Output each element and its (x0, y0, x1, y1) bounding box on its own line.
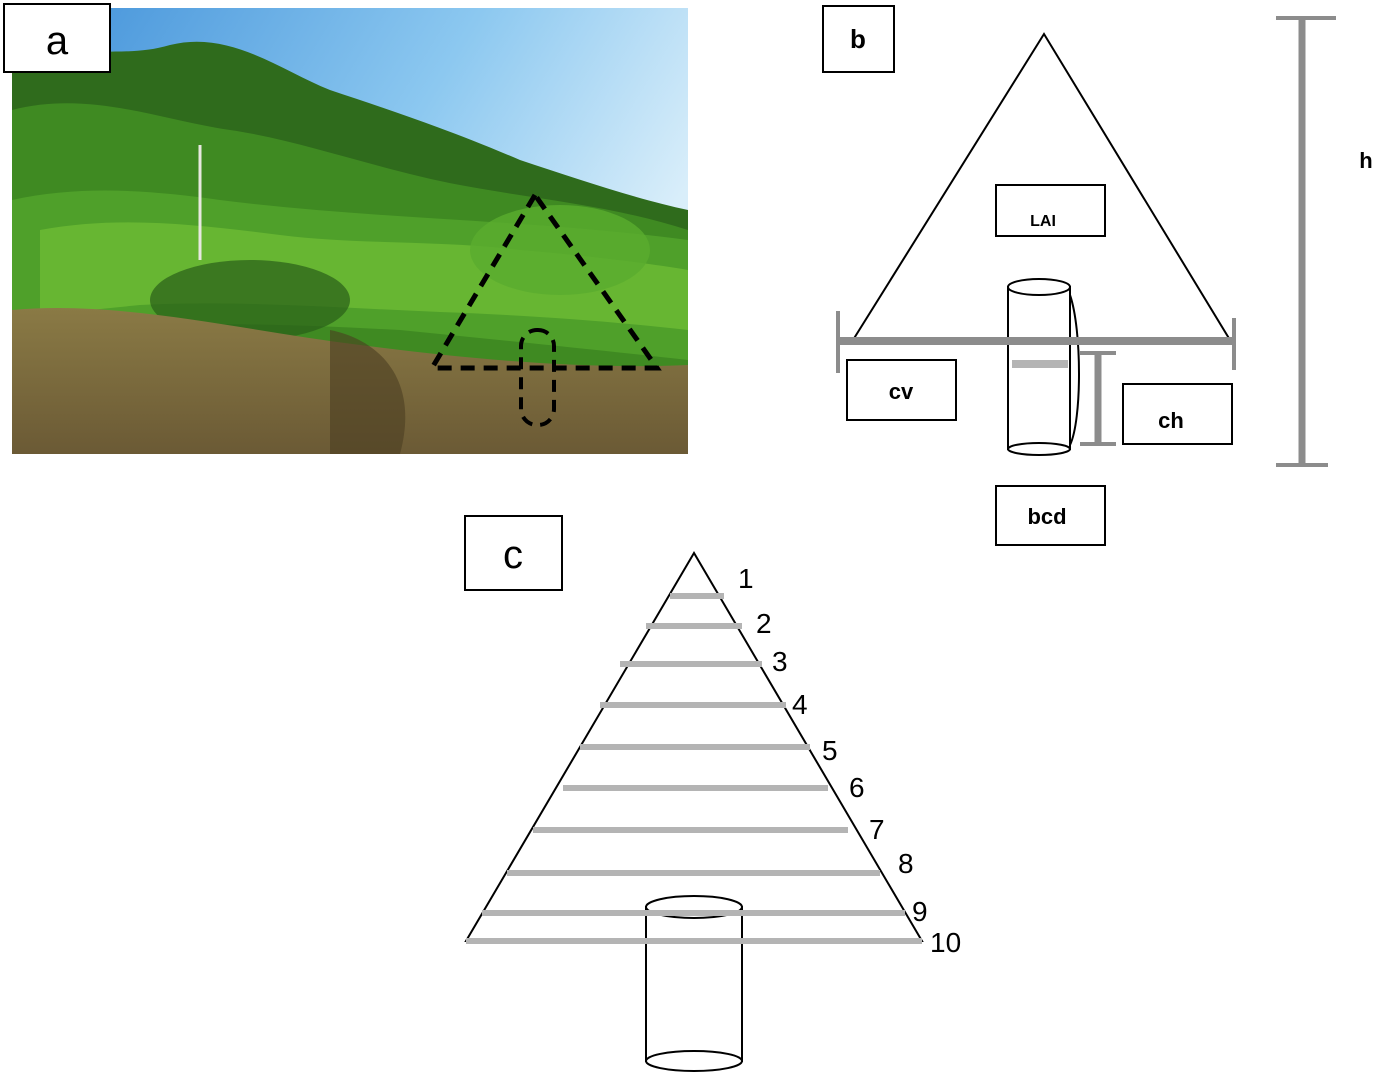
panel-c-label-box (464, 515, 563, 591)
layer-number-5: 5 (822, 735, 838, 766)
layer-number-6: 6 (849, 772, 865, 803)
crown-width-bar (836, 311, 1236, 373)
layer-number-2: 2 (756, 608, 772, 639)
layer-number-4: 4 (792, 689, 808, 720)
crown-base-height-bar (1080, 351, 1116, 446)
bcd-label: bcd (1027, 504, 1066, 529)
layer-number-7: 7 (869, 814, 885, 845)
panel-b-label-box (822, 5, 895, 73)
photo-trunk-outline (519, 328, 556, 427)
panel-c-label: c (503, 533, 523, 577)
ch-label: ch (1158, 408, 1184, 433)
layer-number-3: 3 (772, 646, 788, 677)
panel-c-trunk-cylinder (466, 895, 922, 1072)
plant-height-bar (1276, 16, 1336, 467)
cv-label-box (846, 359, 957, 421)
h-label: h (1359, 148, 1372, 173)
layer-number-10: 10 (930, 927, 961, 958)
layer-number-9: 9 (912, 896, 928, 927)
lai-label: LAI (1030, 213, 1056, 230)
lai-label-box (995, 184, 1106, 237)
panel-a-label: a (46, 19, 69, 63)
ch-label-box (1122, 383, 1233, 445)
layer-number-1: 1 (738, 563, 754, 594)
photo-canopy-triangle (427, 190, 662, 371)
panel-b-label: b (850, 24, 866, 54)
panel-a-photo (12, 8, 688, 454)
layer-number-8: 8 (898, 848, 914, 879)
panel-a-label-box (3, 3, 111, 73)
cv-label: cv (889, 379, 914, 404)
bcd-label-box (995, 485, 1106, 546)
